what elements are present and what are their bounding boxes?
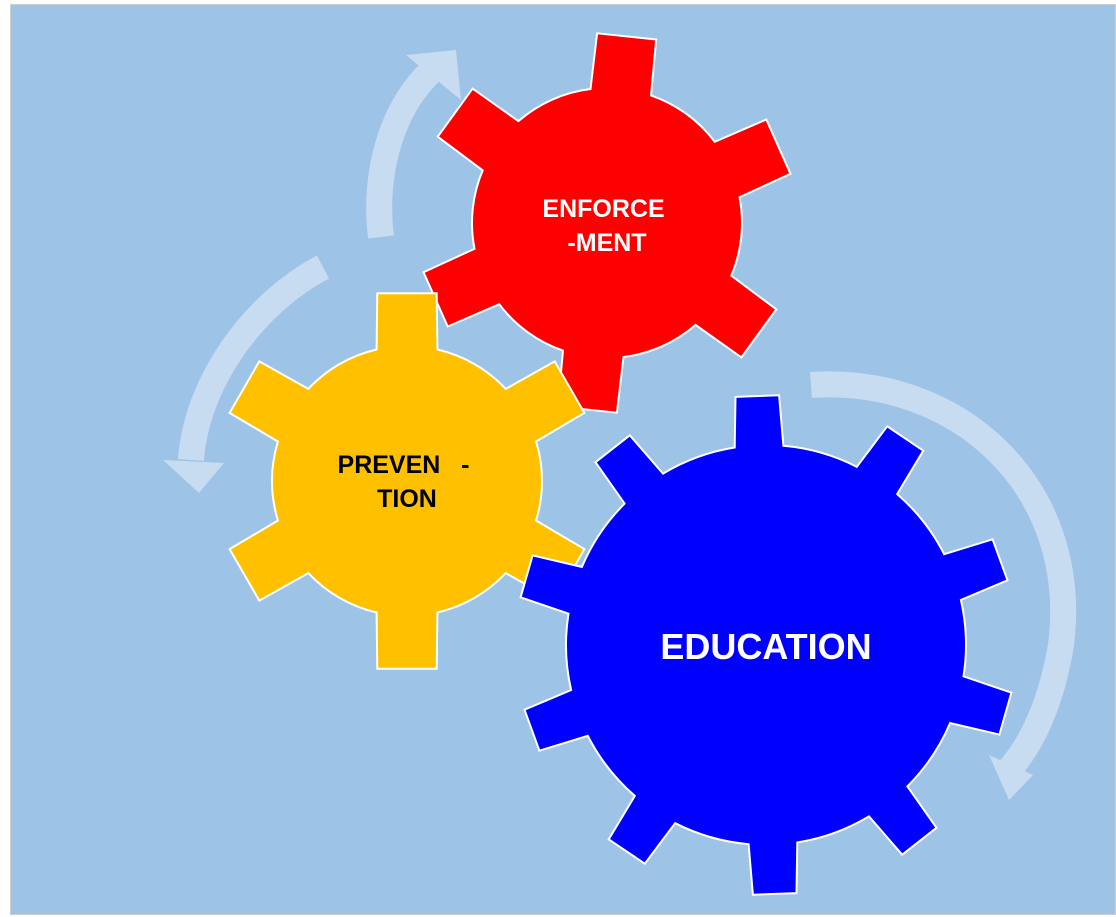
education-gear: EDUCATION	[519, 394, 1013, 896]
enforcement-label-line-2: -MENT	[567, 229, 646, 257]
gear-cycle-diagram: ENFORCE -MENT PREVEN - TION EDUCATION	[163, 32, 1076, 896]
gears: ENFORCE -MENT PREVEN - TION EDUCATION	[228, 32, 1013, 896]
prevention-gear-body	[228, 292, 586, 670]
education-gear-body	[519, 394, 1013, 896]
prevention-gear: PREVEN - TION	[228, 292, 586, 670]
diagram-canvas: ENFORCE -MENT PREVEN - TION EDUCATION	[10, 4, 1116, 915]
arrow-top-shaft	[366, 57, 445, 239]
prevention-label-line-2: TION	[377, 485, 437, 513]
cycle-arrows	[163, 50, 1076, 800]
education-label-line-1: EDUCATION	[660, 626, 871, 667]
arrow-left-head	[163, 460, 224, 493]
arrow-left-shaft	[178, 255, 330, 462]
svg-text:PREVEN - TION: PREVEN - TION	[338, 451, 477, 513]
prevention-label-line-1: PREVEN -	[338, 451, 470, 479]
enforcement-label-line-1: ENFORCE	[542, 195, 664, 223]
arrow-top-head	[406, 50, 461, 100]
svg-text:ENFORCE -MENT: ENFORCE -MENT	[542, 195, 671, 257]
svg-text:EDUCATION: EDUCATION	[660, 626, 871, 667]
enforcement-gear: ENFORCE -MENT	[422, 32, 792, 414]
arrow-right-head	[989, 755, 1033, 800]
arrow-right-shaft	[810, 371, 1076, 779]
enforcement-gear-body	[422, 32, 792, 414]
